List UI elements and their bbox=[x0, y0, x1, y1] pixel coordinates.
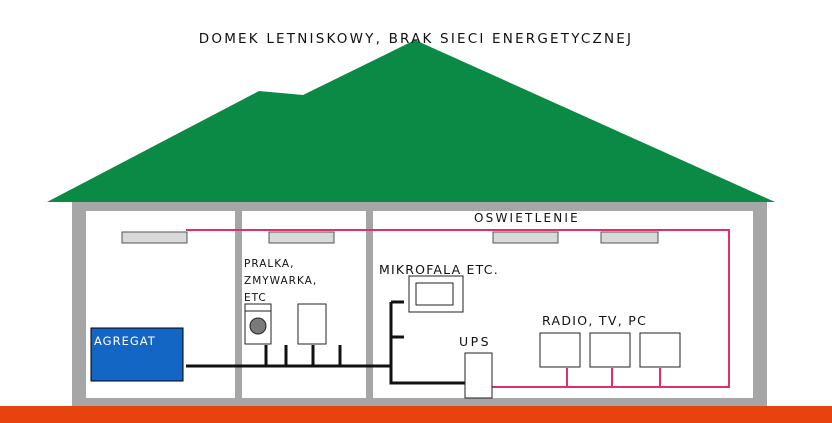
wall-bottom bbox=[72, 398, 767, 406]
wall-top bbox=[72, 202, 767, 211]
partition-1 bbox=[235, 202, 242, 406]
roof bbox=[47, 40, 775, 202]
wall-right bbox=[753, 202, 767, 406]
device-box bbox=[639, 332, 681, 368]
washing-label-line: PRALKA, bbox=[244, 258, 295, 270]
generator-box bbox=[90, 327, 184, 382]
lamp bbox=[492, 231, 559, 244]
washing-label: PRALKA, ZMYWARKA, ETC bbox=[244, 256, 317, 307]
partition-2 bbox=[366, 202, 373, 406]
diagram-title: DOMEK LETNISKOWY, BRAK SIECI ENERGETYCZN… bbox=[198, 31, 634, 47]
microwave-icon bbox=[408, 275, 464, 313]
ground bbox=[0, 406, 832, 423]
device-box bbox=[539, 332, 581, 368]
ups-box bbox=[464, 352, 493, 399]
lamp bbox=[600, 231, 659, 244]
lighting-circuit bbox=[186, 229, 730, 388]
washing-machine-icon bbox=[244, 303, 272, 345]
washing-label-line: ETC bbox=[244, 292, 267, 304]
lamp bbox=[121, 231, 188, 244]
microwave-label: MIKROFALA ETC. bbox=[379, 262, 499, 277]
wall-left bbox=[72, 202, 86, 406]
power-line bbox=[186, 364, 465, 385]
washing-label-line: ZMYWARKA, bbox=[244, 275, 318, 287]
ups-label: UPS bbox=[459, 334, 492, 349]
devices-label: RADIO, TV, PC bbox=[542, 313, 648, 328]
lamp bbox=[268, 231, 335, 244]
generator-label: AGREGAT bbox=[94, 334, 156, 348]
lighting-label: OSWIETLENIE bbox=[474, 211, 580, 225]
device-box bbox=[589, 332, 631, 368]
dishwasher-icon bbox=[297, 303, 327, 345]
